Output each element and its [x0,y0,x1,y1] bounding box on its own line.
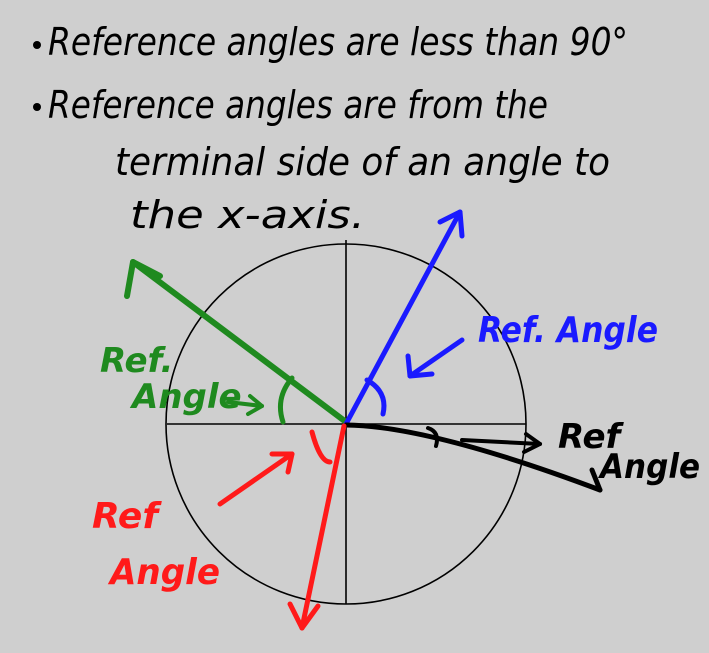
note-bullet-2-line-3: the x-axis. [130,193,365,237]
bullet-dot-2 [33,103,41,111]
black-angle-arc [426,426,439,448]
red-ray-arrowhead [287,601,321,631]
blue-label: Ref. Angle [478,310,658,351]
blue-ray-arrowhead [437,209,465,239]
blue-terminal-side [343,209,465,427]
green-label-line-1: Ref. [100,341,173,381]
green-label-line-2: Angle [129,377,242,417]
black-pointer-arrowhead [522,432,542,454]
green-pointer-arrowhead [246,394,264,416]
red-pointer-arrow [217,451,295,507]
note-bullet-2-line-1: Reference angles are from the [48,83,548,127]
green-pointer-arrow [226,400,264,408]
blue-pointer-arrowhead [405,353,435,379]
green-ray-arrowhead [124,259,163,299]
blue-terminal-ray [343,209,463,427]
green-terminal-ray [130,259,349,425]
black-pointer-arrow [460,438,542,446]
black-terminal-side [343,422,603,493]
red-angle-arc [309,429,333,465]
red-label-line-2: Angle [107,552,220,593]
note-bullet-1: Reference angles are less than 90° [48,20,628,64]
green-terminal-side [124,259,349,425]
green-angle-arc [278,375,295,425]
note-bullet-2-line-2: terminal side of an angle to [115,140,610,184]
red-pointer-arrowhead [269,451,295,475]
black-label-line-2: Angle [597,447,700,487]
bullet-dot-1 [33,41,41,49]
black-terminal-ray [343,422,603,493]
red-terminal-ray [299,423,347,631]
red-label-line-1: Ref [92,496,162,537]
notes: Reference angles are less than 90° Refer… [33,20,628,237]
red-terminal-side [217,423,347,631]
blue-pointer-arrow [407,337,465,379]
blue-angle-arc [364,377,387,417]
black-ray-end [589,467,603,493]
black-label-line-1: Ref [558,417,625,457]
